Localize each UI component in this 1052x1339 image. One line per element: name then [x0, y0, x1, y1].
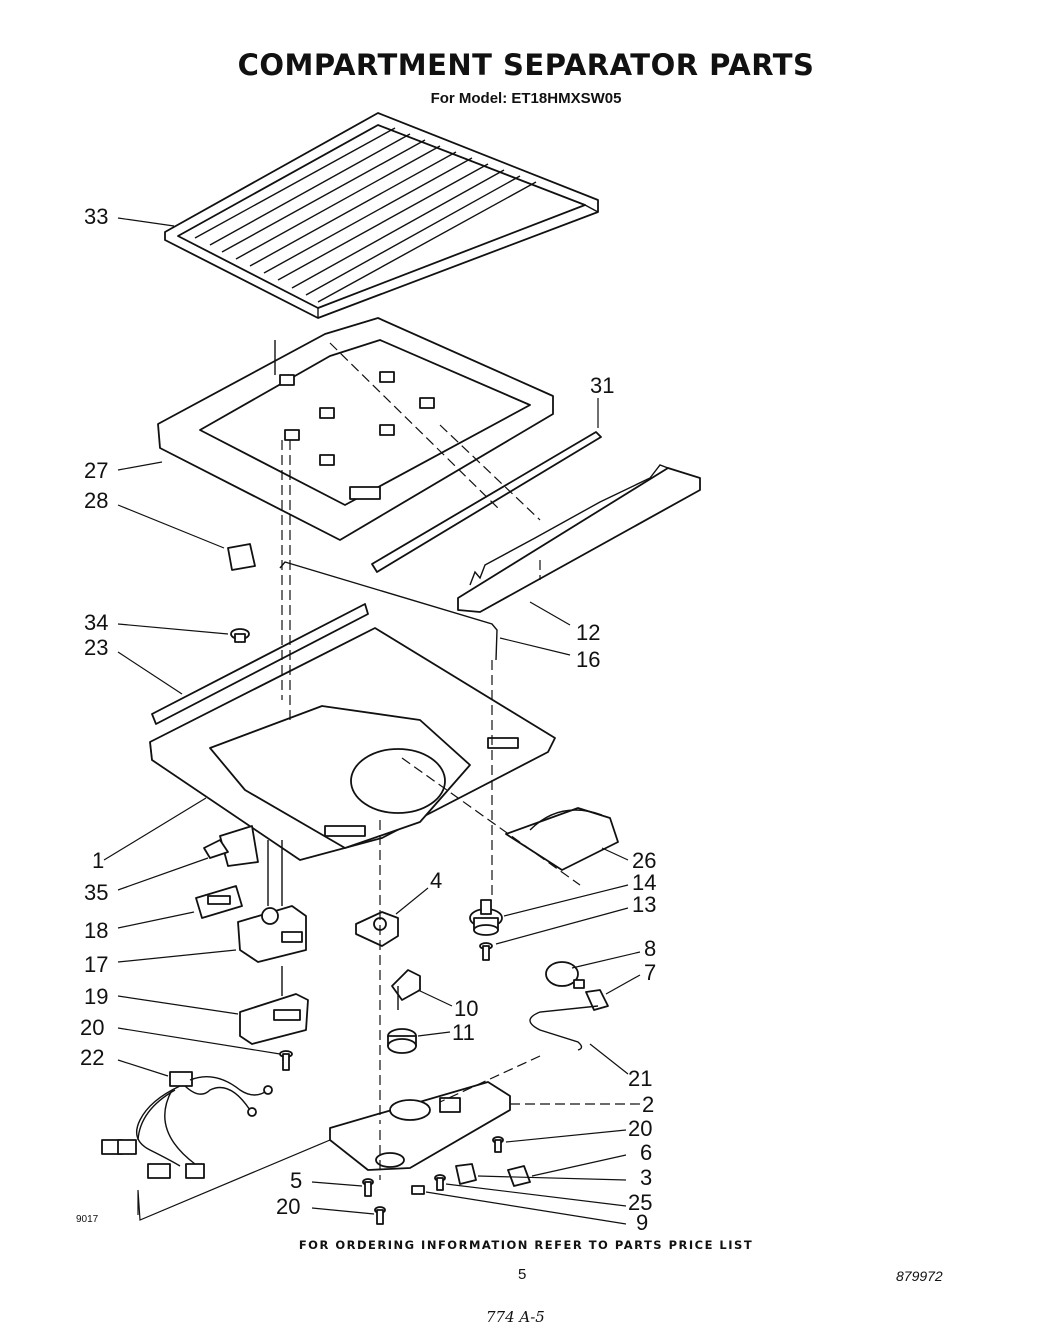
part-20-screw — [279, 1050, 293, 1071]
callout-2: 2 — [642, 1092, 654, 1117]
part-16-heater-wire — [279, 561, 498, 661]
callout-18: 18 — [84, 918, 108, 943]
callout-20-bottom: 20 — [276, 1194, 300, 1219]
callout-7: 7 — [644, 960, 656, 985]
callout-12: 12 — [576, 620, 600, 645]
part-7-socket — [585, 989, 609, 1011]
callout-11: 11 — [452, 1020, 475, 1045]
callout-9: 9 — [636, 1210, 648, 1235]
callout-21: 21 — [628, 1066, 652, 1091]
callout-26: 26 — [632, 848, 656, 873]
part-28-clip — [227, 543, 256, 571]
callout-19: 19 — [84, 984, 108, 1009]
part-4-fan-hub — [355, 911, 399, 947]
callout-28: 28 — [84, 488, 108, 513]
part-8-light-bulb — [545, 961, 585, 989]
callout-leader-lines — [103, 217, 641, 1225]
callout-33: 33 — [84, 204, 108, 229]
callout-34: 34 — [84, 610, 108, 635]
handwritten-note: 774 A-5 — [486, 1308, 545, 1326]
part-14-knob — [469, 899, 503, 936]
model-subtitle: For Model: ET18HMXSW05 — [430, 90, 622, 107]
part-11-cap — [387, 1028, 417, 1054]
document-code: 879972 — [896, 1268, 943, 1284]
part-17-damper-housing — [237, 840, 307, 963]
callout-5: 5 — [290, 1168, 302, 1193]
ordering-info-note: FOR ORDERING INFORMATION REFER TO PARTS … — [298, 1238, 754, 1252]
callout-10: 10 — [454, 996, 478, 1021]
callout-27: 27 — [84, 458, 108, 483]
callout-20-right: 20 — [628, 1116, 652, 1141]
part-5-screw — [362, 1178, 374, 1197]
callout-16: 16 — [576, 647, 600, 672]
part-20-screw-right — [492, 1136, 504, 1153]
part-34-grommet — [230, 628, 250, 643]
part-10-switch — [391, 969, 421, 1010]
part-13-screw — [479, 942, 493, 961]
callout-6: 6 — [640, 1140, 652, 1165]
callout-25: 25 — [628, 1190, 652, 1215]
callout-labels: 33 31 27 28 12 34 23 16 1 26 35 4 14 13 … — [80, 204, 656, 1235]
assembly-guide-lines — [281, 342, 581, 1180]
callout-13: 13 — [632, 892, 656, 917]
part-2-housing — [329, 1081, 511, 1171]
part-21-light-wire — [529, 1005, 599, 1051]
part-35-hinge — [203, 825, 259, 867]
scan-code: 9017 — [76, 1214, 99, 1225]
callout-31: 31 — [590, 373, 614, 398]
callout-17: 17 — [84, 952, 108, 977]
part-6-connector — [507, 1165, 531, 1187]
part-18-cover-plate — [195, 885, 243, 919]
callout-22: 22 — [80, 1045, 104, 1070]
part-12-bracket — [457, 464, 701, 613]
part-9-plug — [411, 1185, 425, 1195]
part-26-duct — [505, 807, 619, 871]
part-23-trim — [151, 603, 369, 725]
callout-1: 1 — [92, 848, 104, 873]
part-3-receptacle — [455, 1163, 477, 1185]
part-22-wiring-harness — [101, 1071, 273, 1179]
callout-4: 4 — [430, 868, 442, 893]
part-25-screw — [434, 1174, 446, 1191]
callout-23: 23 — [84, 635, 108, 660]
page-number: 5 — [518, 1266, 527, 1283]
callout-8: 8 — [644, 936, 656, 961]
part-33-shelf-grille — [164, 112, 599, 319]
part-31-strip — [371, 431, 602, 573]
callout-35: 35 — [84, 880, 108, 905]
part-19-control — [239, 966, 309, 1045]
part-27-cover — [157, 317, 554, 541]
callout-3: 3 — [640, 1165, 652, 1190]
part-20-screw-bottom — [374, 1206, 386, 1225]
callout-20-top: 20 — [80, 1015, 104, 1040]
callout-14: 14 — [632, 870, 656, 895]
page-title: COMPARTMENT SEPARATOR PARTS — [237, 48, 815, 82]
part-1-separator — [149, 627, 556, 861]
